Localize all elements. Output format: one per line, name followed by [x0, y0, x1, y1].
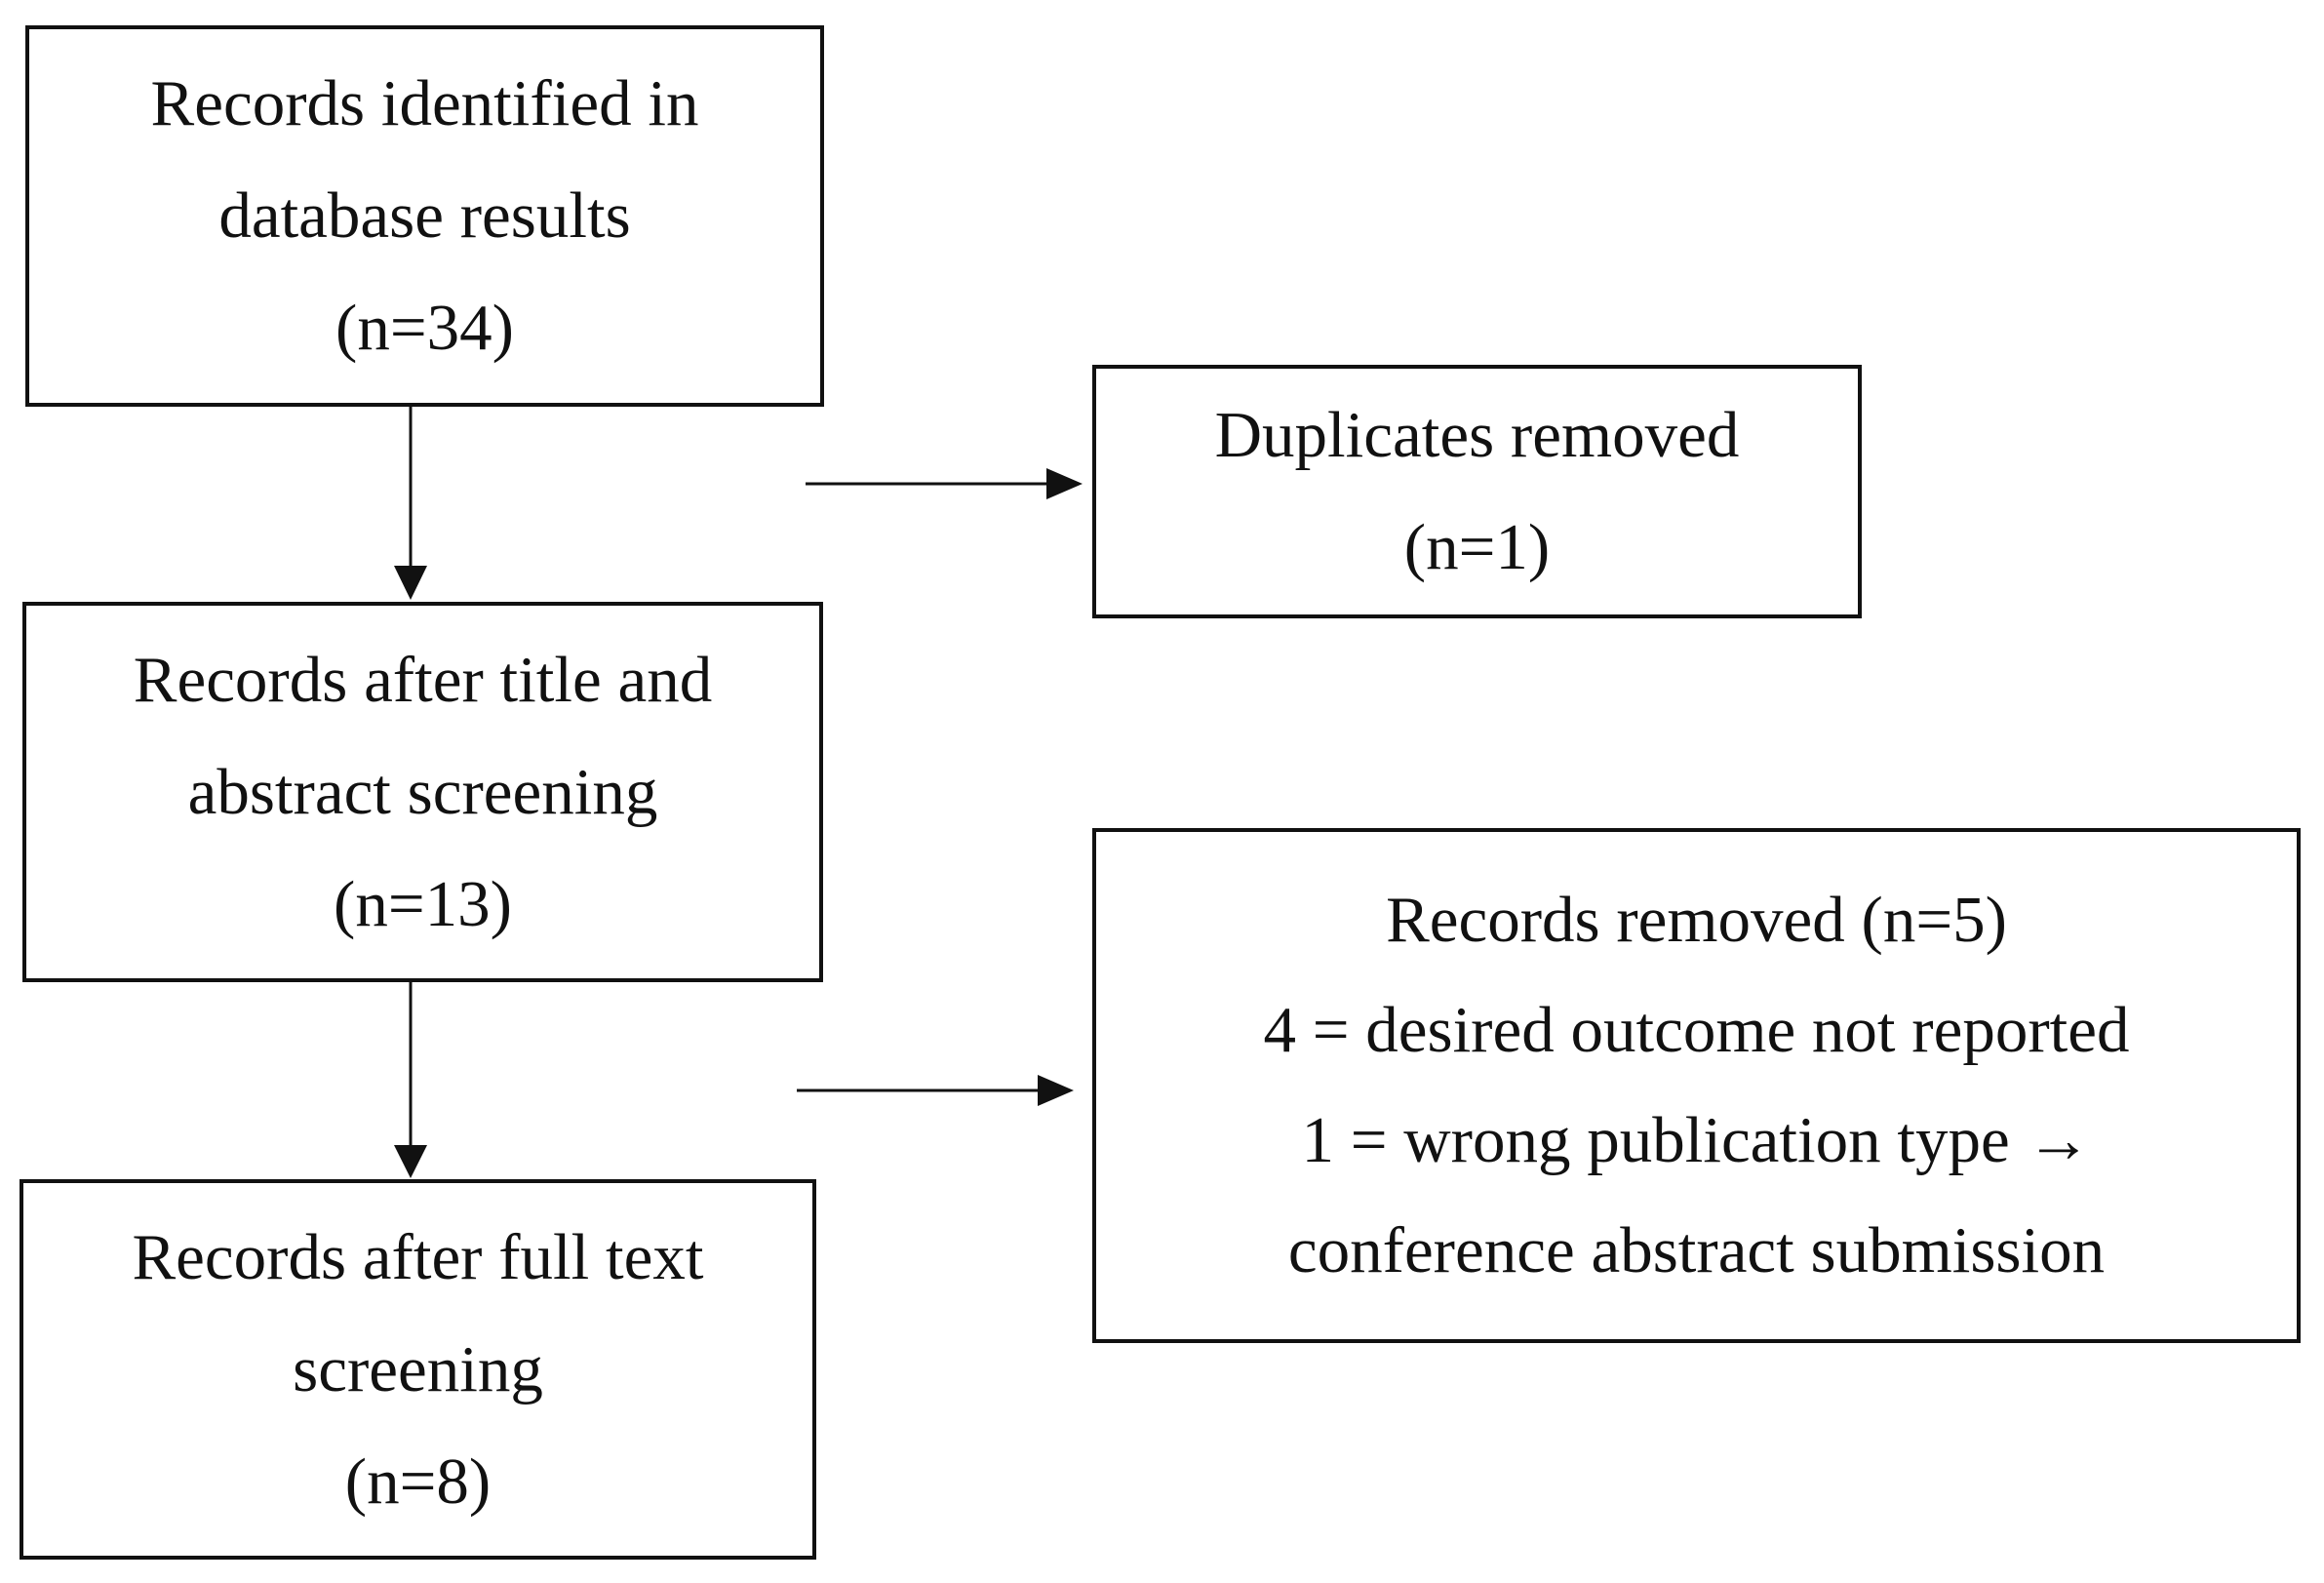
box-count: (n=1) — [1403, 511, 1551, 583]
box-text-line: Records removed (n=5) — [1386, 884, 2007, 956]
records-identified-box: Records identified in database results (… — [25, 25, 824, 407]
box-text-line: database results — [218, 179, 631, 252]
arrowhead-down-2 — [394, 1145, 427, 1178]
box-text-line: Records identified in — [150, 67, 699, 139]
arrowhead-right-2 — [1038, 1075, 1074, 1106]
box-text-line: Records after title and — [133, 643, 713, 716]
records-after-title-abstract-box: Records after title and abstract screeni… — [22, 602, 823, 982]
box-text-line: screening — [293, 1332, 543, 1405]
box-count: (n=34) — [335, 292, 514, 364]
records-after-full-text-box: Records after full text screening (n=8) — [20, 1179, 816, 1560]
duplicates-removed-box: Duplicates removed (n=1) — [1092, 365, 1862, 618]
box-count: (n=8) — [344, 1444, 492, 1518]
box-text-line: Records after full text — [132, 1220, 704, 1293]
box-text-line: abstract screening — [187, 755, 658, 828]
exclusion-reason-line: 1 = wrong publication type → — [1301, 1104, 2092, 1176]
exclusion-reason-line: conference abstract submission — [1287, 1214, 2106, 1286]
exclusion-reason-line: 4 = desired outcome not reported — [1263, 994, 2130, 1066]
records-removed-box: Records removed (n=5) 4 = desired outcom… — [1092, 828, 2301, 1343]
arrowhead-right-1 — [1046, 468, 1083, 499]
arrowhead-down-1 — [394, 566, 427, 600]
box-count: (n=13) — [334, 867, 512, 940]
box-text-line: Duplicates removed — [1214, 399, 1740, 471]
